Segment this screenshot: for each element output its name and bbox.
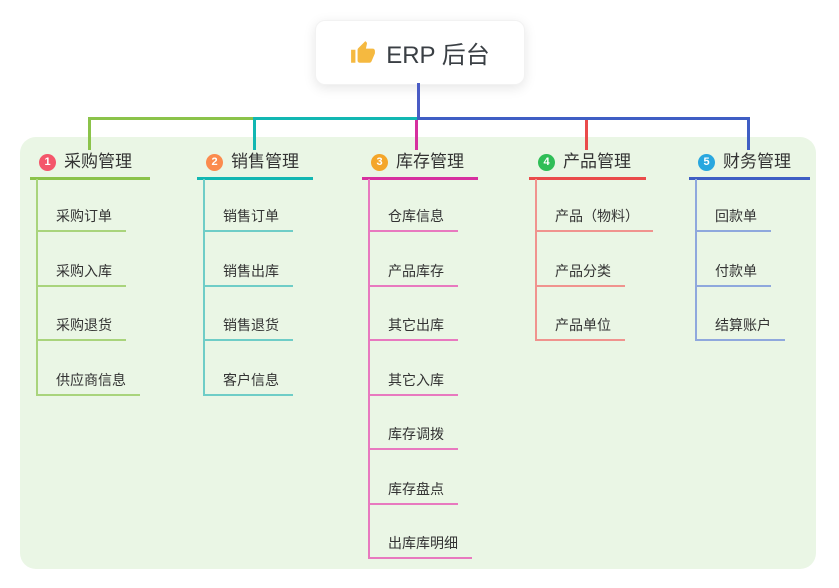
child-node-settlement-account[interactable]: 结算账户 bbox=[695, 313, 785, 341]
child-node-purchase-return[interactable]: 采购退货 bbox=[36, 313, 126, 341]
child-node-purchase-inbound[interactable]: 采购入库 bbox=[36, 259, 126, 287]
branch-2-child-line bbox=[203, 179, 205, 396]
thumbs-up-icon bbox=[351, 40, 376, 63]
child-node-product-category[interactable]: 产品分类 bbox=[535, 259, 625, 287]
child-node-payment-bill[interactable]: 付款单 bbox=[695, 259, 771, 287]
connector-bus-right-blue bbox=[417, 117, 750, 120]
child-node-stock-taking[interactable]: 库存盘点 bbox=[368, 477, 458, 505]
connector-bus-left-green bbox=[88, 117, 253, 120]
root-node-erp[interactable]: ERP 后台 bbox=[315, 20, 525, 85]
connector-drop-branch-5 bbox=[747, 120, 750, 150]
branch-1-child-line bbox=[36, 179, 38, 396]
child-node-receipt-bill[interactable]: 回款单 bbox=[695, 204, 771, 232]
connector-drop-branch-4 bbox=[585, 120, 588, 150]
connector-bus-mid-teal bbox=[253, 117, 417, 120]
child-node-sales-outbound[interactable]: 销售出库 bbox=[203, 259, 293, 287]
child-node-outbound-detail[interactable]: 出库库明细 bbox=[368, 531, 472, 559]
branch-5-label: 财务管理 bbox=[723, 152, 791, 171]
child-node-product-stock[interactable]: 产品库存 bbox=[368, 259, 458, 287]
branch-4-child-line bbox=[535, 179, 537, 341]
child-node-sales-order[interactable]: 销售订单 bbox=[203, 204, 293, 232]
child-node-product-unit[interactable]: 产品单位 bbox=[535, 313, 625, 341]
mindmap-background-panel bbox=[20, 137, 816, 569]
root-node-title: ERP 后台 bbox=[386, 42, 490, 69]
connector-drop-branch-1 bbox=[88, 120, 91, 150]
child-node-sales-return[interactable]: 销售退货 bbox=[203, 313, 293, 341]
connector-drop-branch-2 bbox=[253, 120, 256, 150]
child-node-purchase-order[interactable]: 采购订单 bbox=[36, 204, 126, 232]
child-node-stock-transfer[interactable]: 库存调拨 bbox=[368, 422, 458, 450]
branch-4-label: 产品管理 bbox=[563, 152, 631, 171]
child-node-customer-info[interactable]: 客户信息 bbox=[203, 368, 293, 396]
child-node-product-material[interactable]: 产品（物料） bbox=[535, 204, 653, 232]
branch-2-label: 销售管理 bbox=[231, 152, 299, 171]
branch-1-label: 采购管理 bbox=[64, 152, 132, 171]
child-node-warehouse-info[interactable]: 仓库信息 bbox=[368, 204, 458, 232]
connector-root-stem bbox=[417, 83, 420, 117]
branch-3-label: 库存管理 bbox=[396, 152, 464, 171]
branch-node-inventory[interactable]: 3 库存管理 bbox=[362, 147, 478, 180]
branch-3-badge: 3 bbox=[371, 153, 388, 171]
branch-3-child-line bbox=[368, 179, 370, 559]
branch-node-finance[interactable]: 5 财务管理 bbox=[689, 147, 810, 180]
branch-1-badge: 1 bbox=[39, 153, 56, 171]
branch-node-sales[interactable]: 2 销售管理 bbox=[197, 147, 313, 180]
branch-5-badge: 5 bbox=[698, 153, 715, 171]
connector-drop-branch-3 bbox=[415, 120, 418, 150]
branch-5-child-line bbox=[695, 179, 697, 341]
branch-2-badge: 2 bbox=[206, 153, 223, 171]
child-node-other-outbound[interactable]: 其它出库 bbox=[368, 313, 458, 341]
branch-4-badge: 4 bbox=[538, 153, 555, 171]
child-node-supplier-info[interactable]: 供应商信息 bbox=[36, 368, 140, 396]
branch-node-purchase[interactable]: 1 采购管理 bbox=[30, 147, 150, 180]
child-node-other-inbound[interactable]: 其它入库 bbox=[368, 368, 458, 396]
branch-node-product[interactable]: 4 产品管理 bbox=[529, 147, 646, 180]
